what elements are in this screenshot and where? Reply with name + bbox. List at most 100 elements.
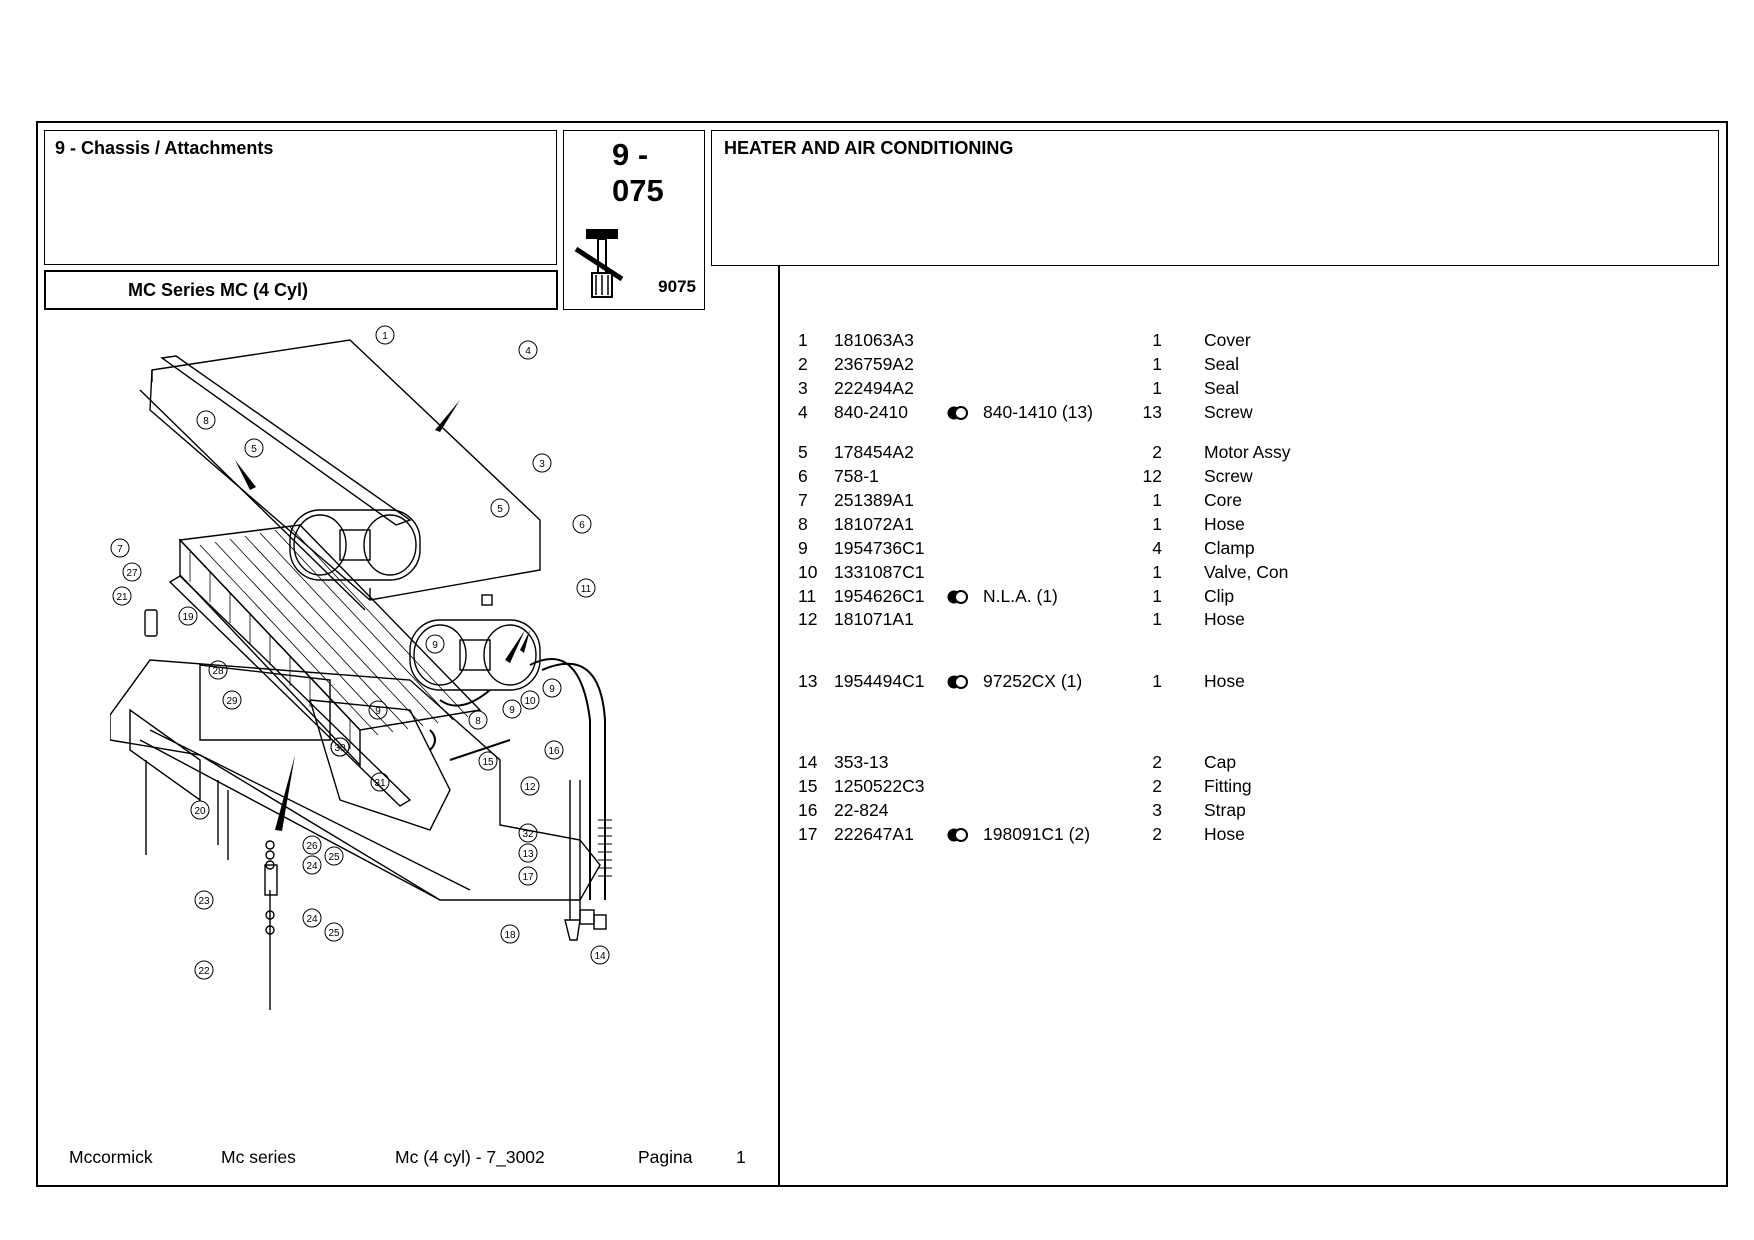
replacement-symbol-icon <box>947 675 968 689</box>
quantity: 2 <box>1152 824 1162 844</box>
svg-text:23: 23 <box>198 896 210 907</box>
description: Valve, Con <box>1204 562 1289 582</box>
svg-text:24: 24 <box>306 914 318 925</box>
item-number: 10 <box>798 562 818 582</box>
page-frame <box>36 121 1728 1187</box>
footer-page-label: Pagina <box>638 1147 693 1167</box>
item-number: 16 <box>798 800 818 820</box>
group-code: 9 - 075 <box>612 137 664 209</box>
item-number: 17 <box>798 824 818 844</box>
description: Screw <box>1204 466 1253 486</box>
part-number: 22-824 <box>834 800 889 820</box>
svg-text:26: 26 <box>306 841 318 852</box>
part-number: 178454A2 <box>834 442 914 462</box>
part-number: 353-13 <box>834 752 889 772</box>
quantity: 1 <box>1152 586 1162 606</box>
svg-text:9: 9 <box>375 706 381 717</box>
svg-text:6: 6 <box>579 520 585 531</box>
alternate-part: N.L.A. (1) <box>983 586 1058 606</box>
part-number: 1954736C1 <box>834 538 925 558</box>
item-number: 11 <box>798 586 817 606</box>
part-number: 181063A3 <box>834 330 914 350</box>
svg-text:19: 19 <box>182 612 194 623</box>
part-number: 1250522C3 <box>834 776 925 796</box>
description: Screw <box>1204 402 1253 422</box>
description: Fitting <box>1204 776 1252 796</box>
item-number: 6 <box>798 466 808 486</box>
series-title: MC Series MC (4 Cyl) <box>128 280 309 300</box>
part-number: 181072A1 <box>834 514 914 534</box>
alternate-part: 198091C1 (2) <box>983 824 1091 844</box>
svg-text:20: 20 <box>194 806 206 817</box>
svg-text:27: 27 <box>126 568 138 579</box>
replacement-symbol-icon <box>947 590 968 604</box>
quantity: 13 <box>1142 402 1162 422</box>
group-code-line1: 9 - <box>612 137 649 172</box>
steering-column-icon <box>574 229 624 298</box>
svg-text:8: 8 <box>475 716 481 727</box>
svg-text:16: 16 <box>548 746 560 757</box>
svg-text:5: 5 <box>251 444 257 455</box>
svg-text:1: 1 <box>382 331 388 342</box>
svg-text:9: 9 <box>549 684 555 695</box>
part-number: 1954626C1 <box>834 586 925 606</box>
part-number: 251389A1 <box>834 490 914 510</box>
alternate-part: 840-1410 (13) <box>983 402 1093 422</box>
item-number: 15 <box>798 776 818 796</box>
quantity: 1 <box>1152 490 1162 510</box>
quantity: 1 <box>1152 354 1162 374</box>
svg-text:21: 21 <box>116 592 128 603</box>
replacement-symbol-icon <box>947 406 968 420</box>
svg-text:28: 28 <box>212 666 224 677</box>
part-number: 222647A1 <box>834 824 914 844</box>
description: Clip <box>1204 586 1235 606</box>
quantity: 4 <box>1152 538 1162 558</box>
svg-text:7: 7 <box>117 544 123 555</box>
svg-text:25: 25 <box>328 852 340 863</box>
svg-text:15: 15 <box>482 757 494 768</box>
group-number: 9075 <box>658 277 696 296</box>
page-title-box: HEATER AND AIR CONDITIONING <box>711 130 1719 266</box>
description: Hose <box>1204 671 1245 691</box>
item-number: 3 <box>798 378 808 398</box>
item-number: 2 <box>798 354 808 374</box>
group-code-box: 9 - 075 9075 <box>563 130 705 310</box>
svg-text:13: 13 <box>522 849 534 860</box>
section-header-box: 9 - Chassis / Attachments <box>44 130 557 265</box>
svg-text:3: 3 <box>539 459 545 470</box>
part-number: 758-1 <box>834 466 879 486</box>
quantity: 12 <box>1142 466 1162 486</box>
quantity: 1 <box>1152 609 1162 629</box>
item-number: 7 <box>798 490 808 510</box>
alternate-part: 97252CX (1) <box>983 671 1083 691</box>
column-divider <box>778 266 780 1187</box>
part-number: 222494A2 <box>834 378 914 398</box>
svg-text:8: 8 <box>203 416 209 427</box>
svg-text:32: 32 <box>522 829 534 840</box>
item-number: 8 <box>798 514 808 534</box>
svg-text:24: 24 <box>306 861 318 872</box>
description: Hose <box>1204 609 1245 629</box>
item-number: 5 <box>798 442 808 462</box>
footer-model: Mc (4 cyl) - 7_3002 <box>395 1147 545 1167</box>
description: Strap <box>1204 800 1246 820</box>
svg-text:5: 5 <box>497 504 503 515</box>
group-code-line2: 075 <box>612 173 664 208</box>
description: Hose <box>1204 514 1245 534</box>
svg-text:10: 10 <box>524 696 536 707</box>
item-number: 1 <box>798 330 808 350</box>
description: Motor Assy <box>1204 442 1291 462</box>
svg-text:17: 17 <box>522 872 534 883</box>
svg-text:25: 25 <box>328 928 340 939</box>
description: Cap <box>1204 752 1237 772</box>
svg-text:4: 4 <box>525 346 531 357</box>
svg-text:9: 9 <box>509 705 515 716</box>
quantity: 2 <box>1152 752 1162 772</box>
svg-text:30: 30 <box>334 743 346 754</box>
section-title: 9 - Chassis / Attachments <box>55 138 274 158</box>
svg-text:18: 18 <box>504 930 516 941</box>
item-number: 14 <box>798 752 818 772</box>
part-number: 181071A1 <box>834 609 914 629</box>
item-number: 12 <box>798 609 818 629</box>
